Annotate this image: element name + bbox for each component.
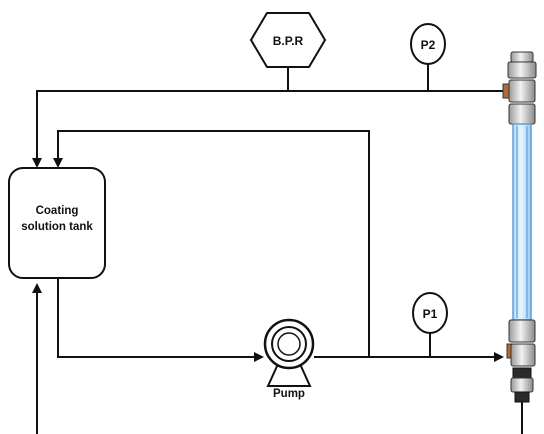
bpr-hexagon: B.P.R	[249, 12, 327, 68]
tank-to-pump-line	[57, 279, 264, 362]
tank-label-line2: solution tank	[21, 221, 93, 233]
bypass-line	[53, 130, 370, 357]
coating-column	[502, 51, 537, 434]
tank-label-line1: Coating	[36, 205, 79, 217]
p1-label: P1	[423, 307, 438, 321]
glass-tube	[512, 123, 532, 321]
p2-label: P2	[421, 38, 436, 52]
top-return-line	[32, 90, 505, 168]
pressure-gauge-p2: P2	[410, 23, 446, 65]
pressure-gauge-p1: P1	[412, 292, 448, 334]
bpr-label: B.P.R	[273, 34, 304, 48]
pump: Pump	[263, 318, 315, 400]
pump-label: Pump	[273, 388, 305, 400]
coating-solution-tank: Coating solution tank	[8, 167, 106, 279]
